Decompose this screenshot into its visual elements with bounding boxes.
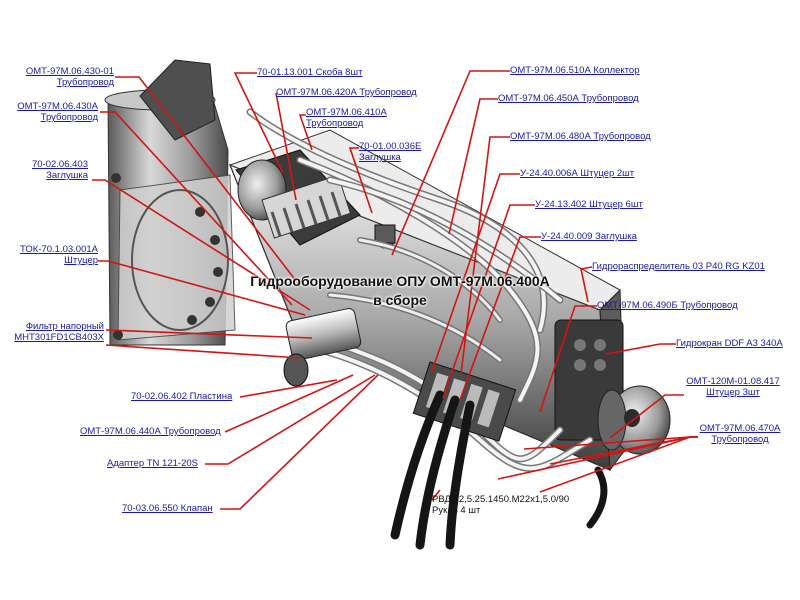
callout-desc: Трубопровод	[56, 77, 114, 88]
callout-tok-70[interactable]: ТОК-70.1.03.001А Штуцер	[0, 244, 98, 266]
callout-omt-490b[interactable]: ОМТ-97М.06.490Б Трубопровод	[597, 300, 738, 311]
callout-fitting-006a[interactable]: У-24.40.006А Штуцер 2шт	[520, 168, 634, 179]
callout-desc: Рукав 4 шт	[432, 505, 481, 516]
callout-part: 70-02.06.403	[32, 159, 88, 170]
callout-omt-120m[interactable]: ОМТ-120М-01.08.417 Штуцер 3шт	[678, 376, 788, 398]
callout-hydraulic-tap[interactable]: Гидрокран DDF A3 340A	[676, 338, 783, 349]
callout-part: ТОК-70.1.03.001А	[20, 244, 98, 255]
callout-part: ОМТ-97М.06.490Б Трубопровод	[597, 300, 738, 311]
callout-part: ОМТ-97М.06.480А Трубопровод	[510, 131, 651, 142]
diagram-title-line1: Гидрооборудование ОПУ ОМТ-97М.06.400А	[250, 273, 550, 289]
callout-part: ОМТ-97М.06.410А	[306, 107, 387, 118]
callout-bracket[interactable]: 70-01.13.001 Скоба 8шт	[257, 67, 362, 78]
callout-omt-440a[interactable]: ОМТ-97М.06.440А Трубопровод	[80, 426, 221, 437]
callout-part: 70-03.06.550 Клапан	[122, 503, 213, 514]
callout-omt-430a[interactable]: ОМТ-97М.06.430А Трубопровод	[0, 101, 98, 123]
callout-part: ОМТ-97М.06.430А	[17, 101, 98, 112]
callout-desc: МНТ301FD1СВ403Х	[14, 332, 104, 343]
callout-part: У-24.40.006А Штуцер 2шт	[520, 168, 635, 179]
callout-desc: Трубопровод	[306, 118, 364, 129]
callout-part: Гидрораспределитель 03 Р40 RG KZ01	[592, 261, 765, 272]
callout-omt-470a[interactable]: ОМТ-97М.06.470А Трубопровод	[690, 423, 790, 445]
callout-desc: Трубопровод	[711, 434, 769, 445]
callout-part: У-24.40.009 Заглушка	[541, 231, 637, 242]
callout-desc: Штуцер 3шт	[706, 387, 760, 398]
callout-part: ОМТ-97М.06.450А Трубопровод	[498, 93, 639, 104]
callout-valve[interactable]: 70-03.06.550 Клапан	[122, 503, 213, 514]
callout-collector[interactable]: ОМТ-97М.06.510А Коллектор	[510, 65, 639, 76]
callout-adapter[interactable]: Адаптер TN 121-20S	[107, 458, 198, 469]
callout-omt-450a[interactable]: ОМТ-97М.06.450А Трубопровод	[498, 93, 639, 104]
diagram-title-line2: в сборе	[373, 292, 427, 308]
callout-part: Гидрокран DDF A3 340A	[676, 338, 783, 349]
callout-plug-036e[interactable]: 70-01.00.036Е Заглушка	[359, 141, 421, 163]
callout-part: 70-01.13.001 Скоба 8шт	[257, 67, 363, 78]
callout-desc: Заглушка	[359, 152, 401, 163]
callout-part: РВД 12,5.25.1450.М22х1,5.0/90	[432, 494, 570, 505]
callout-desc: Штуцер	[64, 255, 98, 266]
hoses	[390, 390, 608, 550]
callout-omt-420a[interactable]: ОМТ-97М.06.420А Трубопровод	[276, 87, 417, 98]
callout-part: ОМТ-120М-01.08.417	[686, 376, 780, 387]
callout-hose: РВД 12,5.25.1450.М22х1,5.0/90 Рукав 4 шт	[432, 494, 569, 516]
callout-part: 70-02.06.402 Пластина	[131, 391, 233, 402]
pressure-filter	[283, 308, 362, 387]
callout-part: 70-01.00.036Е	[359, 141, 422, 152]
callout-part: ОМТ-97М.06.430-01	[25, 66, 114, 77]
callout-part: ОМТ-97М.06.510А Коллектор	[510, 65, 640, 76]
callout-part: Фильтр напорный	[25, 321, 104, 332]
callout-part: ОМТ-97М.06.470А	[699, 423, 781, 434]
callout-part: У-24.13.402 Штуцер 6шт	[535, 199, 643, 210]
callout-part: ОМТ-97М.06.420А Трубопровод	[276, 87, 417, 98]
callout-part: Адаптер TN 121-20S	[107, 458, 198, 469]
callout-distributor[interactable]: Гидрораспределитель 03 Р40 RG KZ01	[592, 261, 765, 272]
callout-pressure-filter[interactable]: Фильтр напорный МНТ301FD1СВ403Х	[0, 321, 104, 343]
callout-fitting-402[interactable]: У-24.13.402 Штуцер 6шт	[535, 199, 643, 210]
callout-plate[interactable]: 70-02.06.402 Пластина	[131, 391, 232, 402]
callout-plug-009[interactable]: У-24.40.009 Заглушка	[541, 231, 637, 242]
leader-lines	[92, 70, 698, 510]
callout-70-02-06-403[interactable]: 70-02.06.403 Заглушка	[0, 159, 88, 181]
callout-part: ОМТ-97М.06.440А Трубопровод	[80, 426, 221, 437]
callout-omt-410a[interactable]: ОМТ-97М.06.410А Трубопровод	[306, 107, 387, 129]
callout-omt-480a[interactable]: ОМТ-97М.06.480А Трубопровод	[510, 131, 651, 142]
callout-desc: Заглушка	[46, 170, 88, 181]
callout-omt-430-01[interactable]: ОМТ-97М.06.430-01 Трубопровод	[14, 66, 114, 88]
hydraulic-cylinder	[235, 149, 396, 249]
diagram-title: Гидрооборудование ОПУ ОМТ-97М.06.400А в …	[190, 272, 610, 310]
callout-desc: Трубопровод	[40, 112, 98, 123]
